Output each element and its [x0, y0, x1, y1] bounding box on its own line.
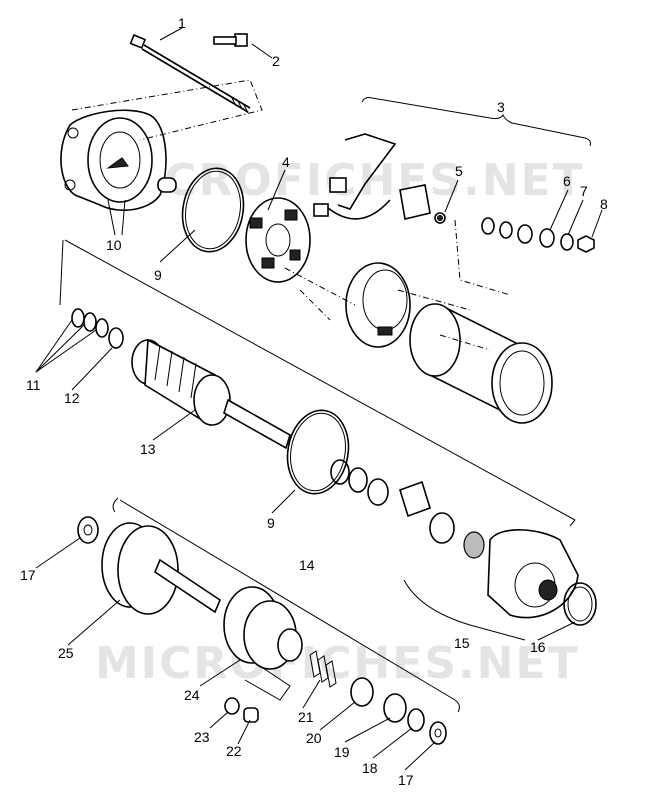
rear-housing — [487, 529, 579, 619]
o-ring-top — [181, 167, 245, 253]
end-frame-ring — [345, 262, 411, 348]
callout-7: 7 — [580, 183, 588, 199]
callout-13: 13 — [140, 441, 156, 457]
callout-9-lower: 9 — [267, 515, 275, 531]
callout-2: 2 — [272, 53, 280, 69]
through-bolt — [129, 34, 251, 114]
washer-stack — [481, 217, 595, 253]
clutch-parts — [309, 650, 447, 745]
callout-5: 5 — [455, 163, 463, 179]
callout-11: 11 — [26, 377, 41, 393]
brush-holder-plate — [245, 197, 311, 283]
callout-1: 1 — [178, 15, 186, 31]
callout-4: 4 — [282, 154, 290, 170]
callout-8: 8 — [600, 196, 608, 212]
callout-10: 10 — [106, 237, 122, 253]
callout-21: 21 — [298, 709, 314, 725]
callout-19: 19 — [334, 744, 350, 760]
yoke-housing — [409, 303, 553, 424]
callout-12: 12 — [64, 390, 80, 406]
pin-22 — [243, 707, 259, 723]
front-housing — [60, 109, 177, 211]
callout-16: 16 — [530, 639, 546, 655]
callout-9-top: 9 — [154, 267, 162, 283]
callout-3: 3 — [497, 99, 505, 115]
bolt — [213, 33, 248, 47]
callout-17-left: 17 — [20, 567, 36, 583]
callout-24: 24 — [184, 687, 200, 703]
callout-15: 15 — [454, 635, 470, 651]
bearing-washers — [330, 459, 485, 559]
callout-17-right: 17 — [398, 772, 414, 788]
gear-shaft — [101, 522, 221, 615]
o-ring-rear — [563, 582, 597, 626]
callout-23: 23 — [194, 729, 210, 745]
callout-14: 14 — [299, 557, 315, 573]
o-ring-lower — [286, 409, 350, 495]
callout-25: 25 — [58, 645, 74, 661]
watermark-bottom: MICROFICHES.NET — [95, 638, 580, 689]
washer-left — [77, 516, 99, 544]
callout-22: 22 — [226, 743, 242, 759]
callout-18: 18 — [362, 760, 378, 776]
planetary-gear-set — [223, 586, 303, 670]
shim-washers — [71, 308, 124, 349]
callout-20: 20 — [306, 730, 322, 746]
armature — [131, 338, 291, 450]
brush-terminal-set — [313, 133, 446, 224]
callout-6: 6 — [563, 173, 571, 189]
pin-23 — [224, 697, 240, 715]
